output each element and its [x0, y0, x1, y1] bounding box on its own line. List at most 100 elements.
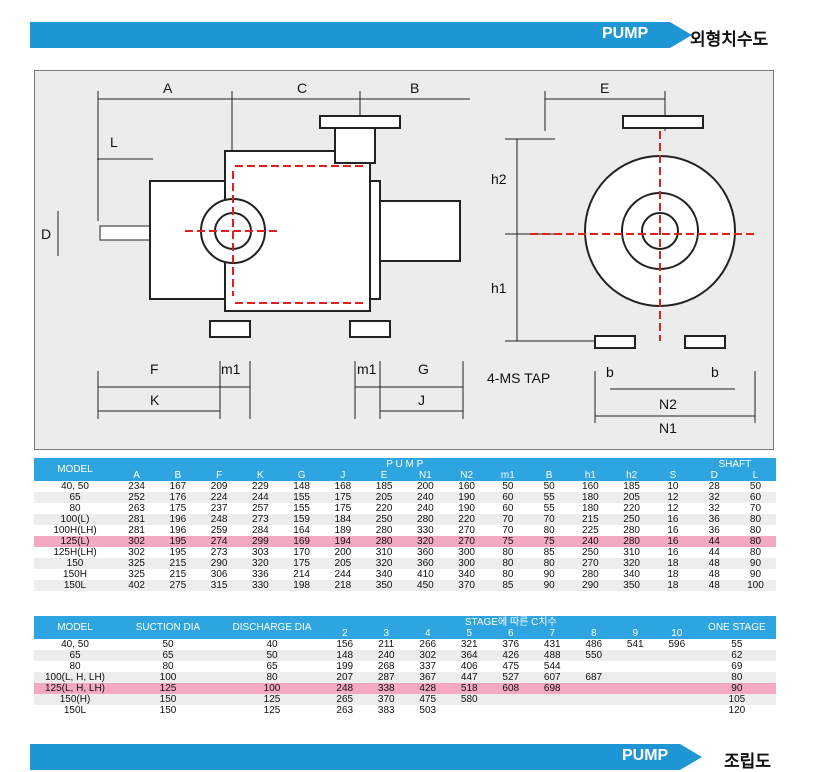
- t1-col-header: N1: [404, 470, 446, 481]
- table-cell: 125(L, H, LH): [34, 683, 116, 694]
- table-cell: 150: [116, 694, 220, 705]
- table-cell: 240: [569, 536, 611, 547]
- table-cell: 596: [668, 639, 686, 650]
- table-cell: 244: [239, 492, 281, 503]
- t1-shaft-header: SHAFT: [693, 458, 777, 470]
- header-top-title: 외형치수도: [690, 30, 769, 49]
- table-cell: 250: [611, 514, 653, 525]
- table-cell: 290: [569, 580, 611, 591]
- table-cell: [615, 705, 657, 716]
- table-cell: 503: [419, 705, 437, 716]
- table-cell: 320: [363, 558, 405, 569]
- t2-stage-col-header: 6: [490, 628, 532, 639]
- table-cell: 350: [611, 580, 653, 591]
- table-cell: 198: [281, 580, 323, 591]
- table-cell: 195: [169, 547, 187, 558]
- table-cell: 80: [697, 672, 777, 683]
- table-cell: 280: [611, 536, 653, 547]
- table-cell: 234: [128, 481, 145, 492]
- header-top-bar: [30, 22, 670, 48]
- table-cell: 48: [693, 558, 735, 569]
- table-cell: 175: [322, 492, 364, 503]
- table-cell: [656, 683, 698, 694]
- dim-label-h2: h2: [491, 171, 507, 187]
- table-cell: 383: [377, 705, 395, 716]
- table-cell: 32: [693, 492, 735, 503]
- table-cell: 60: [502, 503, 514, 514]
- table-cell: 156: [336, 639, 354, 650]
- table-cell: 280: [375, 525, 393, 536]
- table-cell: [573, 661, 615, 672]
- table-cell: 65: [34, 492, 116, 503]
- table-cell: 450: [404, 580, 446, 591]
- table-cell: 125(L): [34, 536, 116, 547]
- table-cell: 376: [502, 639, 520, 650]
- table-cell: 70: [502, 525, 514, 536]
- t1-col-header: N2: [446, 470, 488, 481]
- table-cell: 36: [708, 525, 720, 536]
- table-cell: 55: [731, 639, 743, 650]
- table-cell: 155: [293, 503, 310, 514]
- table-cell: 55: [543, 503, 555, 514]
- header-bottom-arrow: [680, 744, 702, 770]
- header-top: PUMP 외형치수도: [0, 22, 823, 49]
- pump-drawing: A C B E L D F K m1 m1 G J h2 h1 4-MS TAP…: [41, 80, 756, 436]
- table-cell: 220: [446, 514, 488, 525]
- table-cell: 275: [157, 580, 199, 591]
- table-cell: 281: [128, 525, 145, 536]
- t2-stage-col-header: 10: [656, 628, 698, 639]
- table-cell: 310: [375, 547, 393, 558]
- table-cell: 18: [652, 558, 694, 569]
- table-cell: 250: [582, 547, 599, 558]
- table-cell: 16: [652, 536, 694, 547]
- table-cell: 125: [220, 694, 324, 705]
- t2-one-stage-header: ONE STAGE: [697, 616, 777, 639]
- table-cell: 100: [734, 580, 777, 591]
- table-cell: 215: [169, 569, 187, 580]
- table-cell: 80: [528, 558, 570, 569]
- t2-stage-col-header: 8: [573, 628, 615, 639]
- table-cell: 125H(LH): [53, 547, 97, 558]
- t2-discharge-header: DISCHARGE DIA: [220, 616, 324, 639]
- t1-col-header: S: [652, 470, 694, 481]
- table-cell: 340: [623, 569, 640, 580]
- table-cell: 36: [693, 514, 735, 525]
- table-cell: 270: [569, 558, 611, 569]
- table-cell: 266: [419, 639, 437, 650]
- table-cell: 90: [543, 569, 555, 580]
- table-cell: 402: [116, 580, 158, 591]
- table-cell: 350: [363, 580, 405, 591]
- dim-label-m1-right: m1: [357, 361, 377, 377]
- t1-col-header: E: [363, 470, 405, 481]
- table-cell: 486: [585, 639, 603, 650]
- table-cell: 527: [490, 672, 532, 683]
- table-cell: 32: [708, 503, 720, 514]
- t1-col-header: F: [198, 470, 240, 481]
- table-cell: 196: [157, 514, 199, 525]
- table-cell: 240: [404, 492, 446, 503]
- table-cell: 40, 50: [61, 481, 89, 492]
- table-cell: 698: [531, 683, 573, 694]
- table-cell: 541: [626, 639, 644, 650]
- table-cell: 320: [404, 536, 446, 547]
- table-cell: 189: [334, 525, 352, 536]
- t2-stage-col-header: 3: [365, 628, 407, 639]
- header-top-label: PUMP: [602, 25, 649, 42]
- dim-label-g: G: [418, 361, 429, 377]
- table-cell: 265: [324, 694, 366, 705]
- t1-col-header: h2: [611, 470, 653, 481]
- t1-col-header: A: [116, 470, 158, 481]
- table-cell: 150L: [34, 580, 116, 591]
- dim-label-m1-left: m1: [221, 361, 241, 377]
- table-cell: 340: [458, 569, 475, 580]
- header-bottom: PUMP 조립도: [0, 744, 823, 771]
- table-cell: 240: [417, 503, 434, 514]
- table-cell: 280: [582, 569, 599, 580]
- table-cell: 426: [490, 650, 532, 661]
